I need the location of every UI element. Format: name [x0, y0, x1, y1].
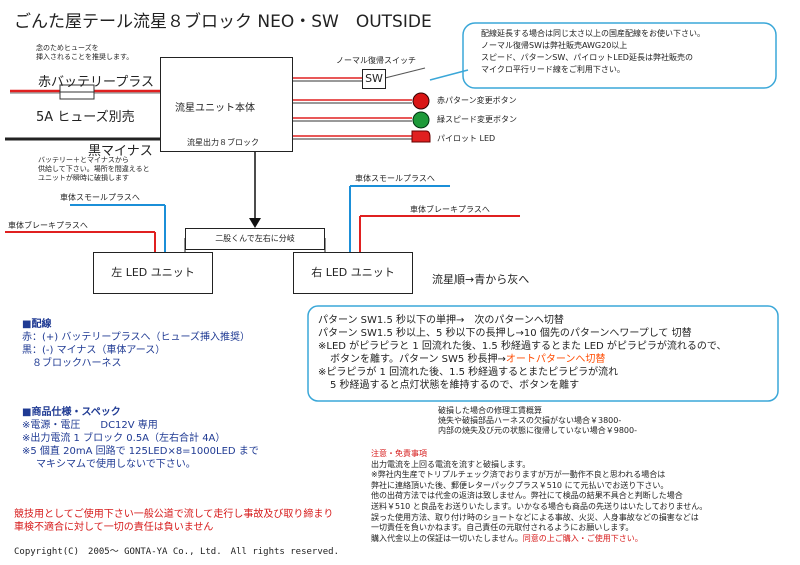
instruction-line-part: ボタンを離す。パターン SW5 秒長押→ [330, 354, 506, 365]
harness-callout-text: 配線延長する場合は同じ太さ以上の国産配線をお使い下さい。 ノーマル復帰SWは弊社… [481, 29, 705, 75]
flow-direction-label: 流星順→青から灰へ [432, 273, 530, 286]
instruction-line: ※LED がピラピラと 1 回流れた後、1.5 秒経過するとまた LED がピラ… [318, 341, 727, 352]
harness-callout-bubble [462, 22, 777, 89]
splitter-box: 二股くんで左右に分岐 [185, 228, 325, 250]
spec-line: ※出力電流 1 ブロック 0.5A（左右合計 4A） [22, 433, 226, 444]
pilot-led-label: パイロット LED [437, 134, 496, 143]
fuse-note-line: 挿入されることを推奨します。 [36, 53, 134, 61]
fuse-note: 念のためヒューズを 挿入されることを推奨します。 [36, 44, 133, 62]
legal-line: 競技用としてご使用下さい一般公道で流して走行し事故及び取り締まり [14, 509, 334, 520]
caution-section: 注意・免責事項 出力電流を上回る電流を流すと破損します。 ※弊社内生産でトリプル… [371, 449, 707, 544]
legal-notice: 競技用としてご使用下さい一般公道で流して走行し事故及び取り締まり 車検不適合に対… [14, 508, 333, 534]
wiring-line: 赤：(+) バッテリープラスへ（ヒューズ挿入推奨） [22, 332, 251, 343]
battery-note-line: 供給して下さい。場所を間違えると [38, 165, 150, 173]
left-small-label: 車体スモールプラスへ [60, 193, 140, 202]
spec-heading: ■商品仕様・スペック [22, 407, 121, 418]
wiring-line: 黒：(-) マイナス（車体アース） [22, 345, 166, 356]
spec-line: マキシマムで使用しないで下さい。 [36, 459, 196, 470]
caution-line: 購入代金以上の保証は一切いたしません。同意の上ご購入・ご使用下さい。 [371, 534, 707, 545]
caution-line: 他の出荷方法では代金の返済は致しません。弊社にて検品の結果不具合と判断した場合 [371, 491, 683, 501]
left-brake-label: 車体ブレーキプラスへ [8, 221, 88, 230]
caution-line: 出力電流を上回る電流を流すと破損します。 [371, 459, 531, 469]
battery-note-line: ユニットが瞬時に破損します [38, 174, 129, 182]
normal-return-switch-label: ノーマル復帰スイッチ [336, 56, 416, 65]
wiring-line: ８ブロックハーネス [32, 358, 122, 369]
instruction-line: パターン SW1.5 秒以下の単押→ 次のパターンへ切替 [318, 315, 564, 326]
caution-last-part: 購入代金以上の保証は一切いたしません。 [371, 533, 523, 543]
repair-line: 破損した場合の修理工賃概算 [438, 406, 542, 415]
green-button-icon [412, 111, 430, 129]
wiring-heading: ■配線 [22, 319, 52, 330]
instruction-line: ボタンを離す。パターン SW5 秒長押→オートパターンへ切替 [318, 353, 727, 366]
repair-section: 破損した場合の修理工賃概算 焼失や破損部品ハーネスの欠損がない場合￥3800- … [438, 406, 637, 436]
page-title: ごんた屋テール流星８ブロック NEO・SW OUTSIDE [14, 12, 432, 32]
caution-heading: 注意・免責事項 [371, 449, 427, 458]
callout-line: スピード、パターンSW、パイロットLED延長は弊社販売の [481, 53, 693, 62]
callout-line: 配線延長する場合は同じ太さ以上の国産配線をお使い下さい。 [481, 29, 705, 38]
fuse-label: 5A ヒューズ別売 [36, 110, 135, 125]
red-button-label: 赤パターン変更ボタン [437, 96, 517, 105]
spec-section: ■商品仕様・スペック ※電源・電圧 DC12V 専用 ※出力電流 1 ブロック … [22, 406, 259, 471]
green-button-label: 緑スピード変更ボタン [437, 115, 517, 124]
fuse-note-line: 念のためヒューズを [36, 44, 99, 52]
copyright: Copyright(C) 2005～ GONTA-YA Co., Ltd. Al… [14, 547, 340, 557]
spec-line: ※電源・電圧 DC12V 専用 [22, 420, 158, 431]
instruction-line: パターン SW1.5 秒以上、5 秒以下の長押し→10 個先のパターンへワープし… [318, 328, 692, 339]
right-small-label: 車体スモールプラスへ [355, 174, 435, 183]
battery-note: バッテリー＋とマイナスから 供給して下さい。場所を間違えると ユニットが瞬時に破… [38, 156, 150, 183]
caution-line: 弊社に連絡頂いた後、郵便レターパックプラス￥510 にて元払いでお送り下さい。 [371, 480, 669, 490]
agree-notice: 同意の上ご購入・ご使用下さい。 [522, 533, 643, 543]
right-led-unit: 右 LED ユニット [293, 252, 413, 294]
callout-line: マイクロ平行リード線をご利用下さい。 [481, 65, 625, 74]
pilot-led-icon [411, 130, 431, 143]
instruction-line: ※ピラピラが 1 回流れた後、1.5 秒経過するとまたピラピラが流れ [318, 367, 619, 378]
main-unit-sublabel: 流星出力８ブロック [187, 138, 259, 147]
main-unit: 流星ユニット本体 流星出力８ブロック [160, 57, 293, 152]
battery-note-line: バッテリー＋とマイナスから [38, 156, 129, 164]
ground-label: 黒マイナス [88, 144, 153, 159]
repair-line: 焼失や破損部品ハーネスの欠損がない場合￥3800- [438, 416, 622, 425]
repair-line: 内部の焼失及び元の状態に復帰していない場合￥9800- [438, 426, 638, 435]
auto-pattern-text: オートパターンへ切替 [505, 354, 606, 365]
instruction-text: パターン SW1.5 秒以下の単押→ 次のパターンへ切替 パターン SW1.5 … [318, 314, 727, 392]
spec-line: ※5 個直 20mA 回路で 125LED×8=1000LED まで [22, 446, 259, 457]
caution-line: ※弊社内生産でトリプルチェック済でおりますが万が一動作不良と思われる場合は [371, 470, 666, 480]
normal-return-switch: SW [362, 69, 386, 89]
callout-line: ノーマル復帰SWは弊社販売AWG20以上 [481, 41, 628, 50]
caution-line: 送料￥510 と良品をお送りいたします。いかなる場合も商品の先送りはいたしており… [371, 501, 708, 511]
red-button-icon [412, 92, 430, 110]
wiring-section: ■配線 赤：(+) バッテリープラスへ（ヒューズ挿入推奨） 黒：(-) マイナス… [22, 318, 250, 370]
caution-line: 誤った使用方法、取り付け時のショートなどによる事故、火災、人身事故などの損害など… [371, 512, 699, 522]
right-brake-label: 車体ブレーキプラスへ [410, 205, 490, 214]
main-unit-label: 流星ユニット本体 [175, 103, 255, 114]
caution-line: 一切責任を負いかねます。自己責任の元取付されるようにお願いします。 [371, 523, 634, 533]
instruction-line: 5 秒経過すると点灯状態を維持するので、ボタンを離す [330, 380, 580, 391]
battery-plus-label: 赤バッテリープラス [38, 75, 154, 90]
left-led-unit: 左 LED ユニット [93, 252, 213, 294]
instruction-box [307, 305, 779, 402]
legal-line: 車検不適合に対して一切の責任は負いません [14, 522, 214, 533]
